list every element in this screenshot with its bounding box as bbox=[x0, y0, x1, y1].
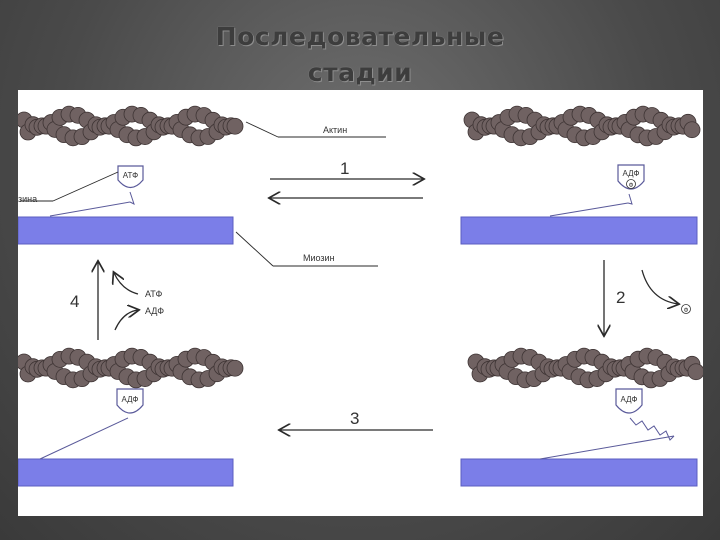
myosin-callout-line bbox=[236, 232, 273, 266]
slide-title-line1: Последовательные bbox=[0, 22, 720, 51]
step1-number: 1 bbox=[340, 159, 349, 178]
step4-adp-label: АДФ bbox=[145, 306, 164, 316]
atp-binding-arrow bbox=[114, 273, 138, 294]
myosin-head-label: зина bbox=[18, 194, 37, 204]
step4-number: 4 bbox=[70, 292, 79, 311]
actin-filament-2 bbox=[464, 106, 700, 146]
myosin-head-stage2: АДФ Ф bbox=[550, 165, 644, 216]
myosin-head-pointer-diagonal bbox=[53, 172, 118, 201]
released-phosphate-label: Ф bbox=[684, 308, 689, 314]
crossbridge-cycle-diagram: АТФ зина Актин Миозин 1 АДФ Ф 2 bbox=[18, 90, 703, 516]
actin-filament-3 bbox=[18, 348, 243, 388]
slide-title-line2: стадии bbox=[0, 58, 720, 87]
actin-filament-4 bbox=[468, 348, 703, 388]
myosin-head-stage1: АТФ bbox=[50, 166, 143, 216]
myosin-label: Миозин bbox=[303, 253, 335, 263]
myosin-filament-2 bbox=[461, 217, 697, 244]
head-label-stage3: АДФ bbox=[621, 395, 638, 404]
step3-number: 3 bbox=[350, 409, 359, 428]
myosin-filament-1 bbox=[18, 217, 233, 244]
myosin-head-stage4: АДФ bbox=[40, 389, 143, 459]
actin-callout-line bbox=[246, 122, 278, 137]
actin-filament-1 bbox=[18, 106, 243, 146]
step2-number: 2 bbox=[616, 288, 625, 307]
myosin-filament-3 bbox=[18, 459, 233, 486]
head-label-stage1: АТФ bbox=[123, 171, 138, 180]
head-label-stage4: АДФ bbox=[122, 395, 139, 404]
actin-label: Актин bbox=[323, 125, 347, 135]
head-label-stage2-bottom: Ф bbox=[629, 183, 634, 189]
myosin-filament-4 bbox=[461, 459, 697, 486]
head-label-stage2-top: АДФ bbox=[623, 169, 640, 178]
phosphate-release-arrow bbox=[642, 270, 678, 304]
myosin-head-stage3: АДФ bbox=[540, 389, 674, 459]
diagram-panel: АТФ зина Актин Миозин 1 АДФ Ф 2 bbox=[18, 90, 703, 516]
step4-atp-label: АТФ bbox=[145, 289, 162, 299]
adp-release-arrow bbox=[115, 310, 138, 330]
